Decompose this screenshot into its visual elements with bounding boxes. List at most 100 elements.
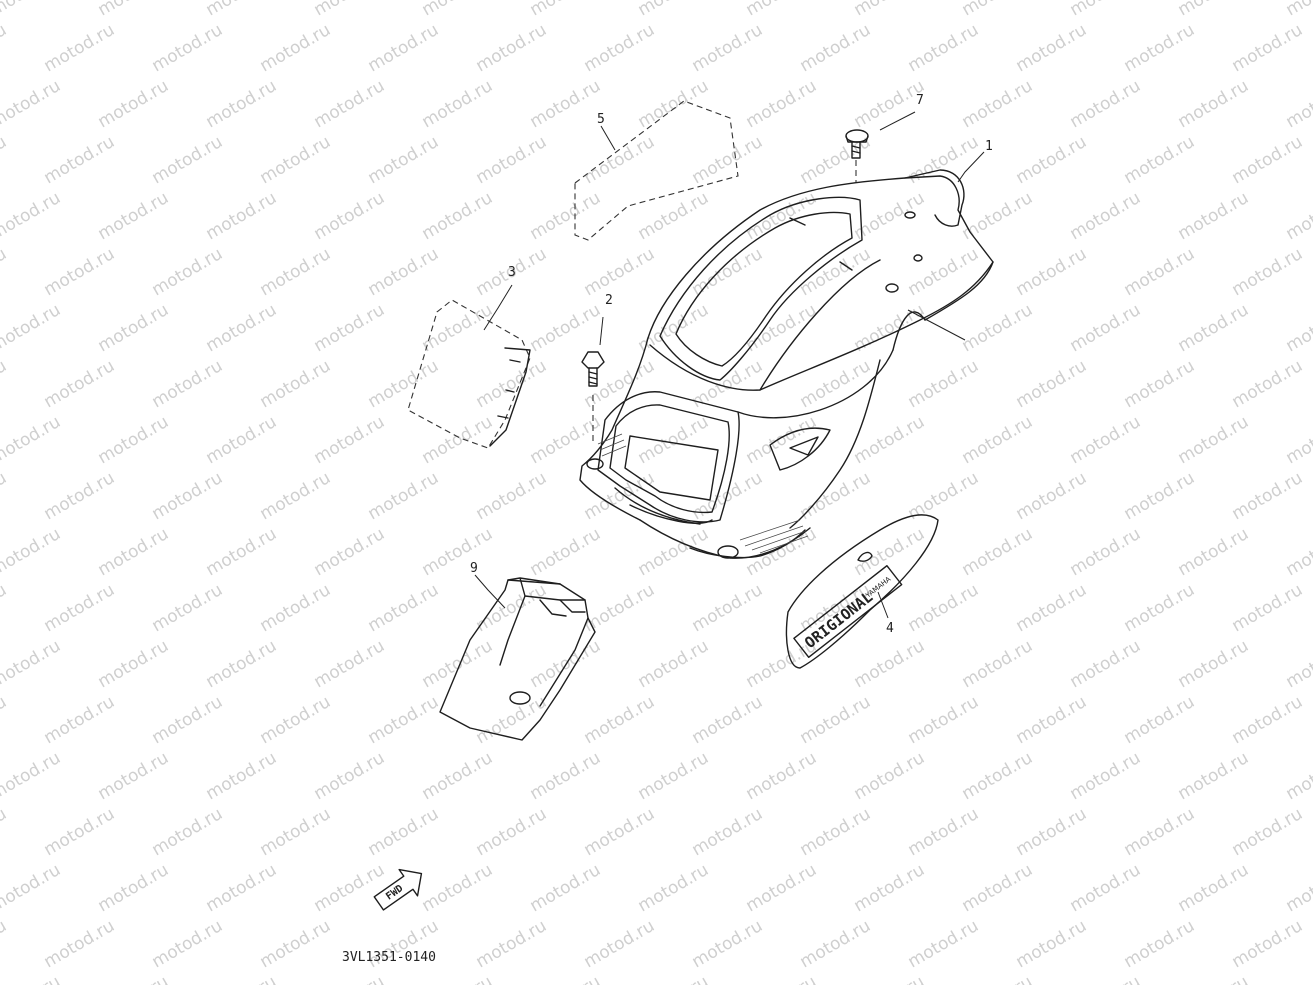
- watermark-text: motod.ru: [1013, 804, 1091, 860]
- watermark-text: motod.ru: [1013, 580, 1091, 636]
- watermark-text: motod.ru: [311, 300, 389, 356]
- watermark-text: motod.ru: [1229, 692, 1307, 748]
- watermark-text: motod.ru: [1067, 748, 1145, 804]
- watermark-text: motod.ru: [851, 300, 929, 356]
- watermark-text: motod.ru: [0, 524, 64, 580]
- watermark-text: motod.ru: [0, 804, 10, 860]
- watermark-text: motod.ru: [257, 580, 335, 636]
- watermark-text: motod.ru: [0, 76, 64, 132]
- watermark-text: motod.ru: [581, 20, 659, 76]
- watermark-text: motod.ru: [41, 580, 119, 636]
- watermark-text: motod.ru: [1013, 244, 1091, 300]
- watermark-text: motod.ru: [1283, 412, 1313, 468]
- watermark-text: motod.ru: [689, 580, 767, 636]
- watermark-text: motod.ru: [203, 972, 281, 985]
- watermark-text: motod.ru: [41, 692, 119, 748]
- watermark-text: motod.ru: [41, 804, 119, 860]
- watermark-text: motod.ru: [635, 76, 713, 132]
- watermark-text: motod.ru: [905, 20, 983, 76]
- watermark-text: motod.ru: [1175, 636, 1253, 692]
- watermark-text: motod.ru: [311, 524, 389, 580]
- watermark-text: motod.ru: [1175, 972, 1253, 985]
- watermark-text: motod.ru: [473, 916, 551, 972]
- watermark-text: motod.ru: [743, 524, 821, 580]
- watermark-text: motod.ru: [203, 300, 281, 356]
- watermark-text: motod.ru: [905, 580, 983, 636]
- watermark-text: motod.ru: [149, 20, 227, 76]
- watermark-text: motod.ru: [95, 0, 173, 20]
- watermark-text: motod.ru: [0, 636, 64, 692]
- watermark-text: motod.ru: [959, 0, 1037, 20]
- watermark-text: motod.ru: [257, 20, 335, 76]
- watermark-text: motod.ru: [365, 132, 443, 188]
- watermark-text: motod.ru: [527, 636, 605, 692]
- watermark-text: motod.ru: [635, 748, 713, 804]
- watermark-text: motod.ru: [1175, 188, 1253, 244]
- watermark-text: motod.ru: [743, 748, 821, 804]
- watermark-text: motod.ru: [527, 524, 605, 580]
- watermark-text: motod.ru: [1121, 468, 1199, 524]
- watermark-text: motod.ru: [1229, 580, 1307, 636]
- watermark-text: motod.ru: [689, 804, 767, 860]
- watermark-text: motod.ru: [41, 916, 119, 972]
- watermark-text: motod.ru: [419, 412, 497, 468]
- watermark-text: motod.ru: [905, 356, 983, 412]
- watermark-text: motod.ru: [743, 860, 821, 916]
- watermark-text: motod.ru: [41, 20, 119, 76]
- watermark-text: motod.ru: [0, 412, 64, 468]
- watermark-text: motod.ru: [0, 860, 64, 916]
- watermark-text: motod.ru: [149, 468, 227, 524]
- watermark-text: motod.ru: [527, 76, 605, 132]
- watermark-text: motod.ru: [203, 860, 281, 916]
- watermark-text: motod.ru: [0, 916, 10, 972]
- watermark-text: motod.ru: [851, 972, 929, 985]
- watermark-text: motod.ru: [905, 916, 983, 972]
- watermark-text: motod.ru: [1067, 636, 1145, 692]
- watermark-text: motod.ru: [743, 972, 821, 985]
- watermark-text: motod.ru: [1013, 356, 1091, 412]
- leader-lines: [474, 111, 985, 619]
- watermark-text: motod.ru: [905, 804, 983, 860]
- watermark-text: motod.ru: [257, 132, 335, 188]
- watermark-text: motod.ru: [1229, 916, 1307, 972]
- watermark-text: motod.ru: [419, 972, 497, 985]
- watermark-text: motod.ru: [0, 580, 10, 636]
- watermark-text: motod.ru: [365, 356, 443, 412]
- watermark-text: motod.ru: [203, 636, 281, 692]
- watermark-text: motod.ru: [311, 860, 389, 916]
- watermark-text: motod.ru: [689, 916, 767, 972]
- watermark-text: motod.ru: [1121, 356, 1199, 412]
- part-2-bolt: [581, 351, 605, 445]
- watermark-text: motod.ru: [473, 580, 551, 636]
- watermark-text: motod.ru: [365, 804, 443, 860]
- watermark-text: motod.ru: [1013, 468, 1091, 524]
- watermark-text: motod.ru: [203, 748, 281, 804]
- watermark-text: motod.ru: [581, 356, 659, 412]
- watermark-text: motod.ru: [1229, 132, 1307, 188]
- watermark-text: motod.ru: [473, 804, 551, 860]
- watermark-text: motod.ru: [257, 356, 335, 412]
- callout-4: 4: [886, 621, 894, 636]
- watermark-text: motod.ru: [0, 0, 64, 20]
- watermark-text: motod.ru: [365, 20, 443, 76]
- watermark-text: motod.ru: [419, 0, 497, 20]
- watermark-text: motod.ru: [473, 468, 551, 524]
- part-7-screw: [845, 129, 869, 182]
- watermark-text: motod.ru: [257, 244, 335, 300]
- watermark-text: motod.ru: [149, 692, 227, 748]
- watermark-text: motod.ru: [581, 804, 659, 860]
- watermark-text: motod.ru: [257, 692, 335, 748]
- callout-7: 7: [916, 93, 924, 108]
- watermark-text: motod.ru: [635, 860, 713, 916]
- watermark-text: motod.ru: [1229, 20, 1307, 76]
- watermark-text: motod.ru: [581, 468, 659, 524]
- watermark-text: motod.ru: [581, 244, 659, 300]
- watermark-text: motod.ru: [203, 412, 281, 468]
- watermark-text: motod.ru: [581, 916, 659, 972]
- watermark-text: motod.ru: [149, 580, 227, 636]
- watermark-text: motod.ru: [1175, 76, 1253, 132]
- watermark-text: motod.ru: [581, 692, 659, 748]
- callout-3: 3: [508, 265, 516, 280]
